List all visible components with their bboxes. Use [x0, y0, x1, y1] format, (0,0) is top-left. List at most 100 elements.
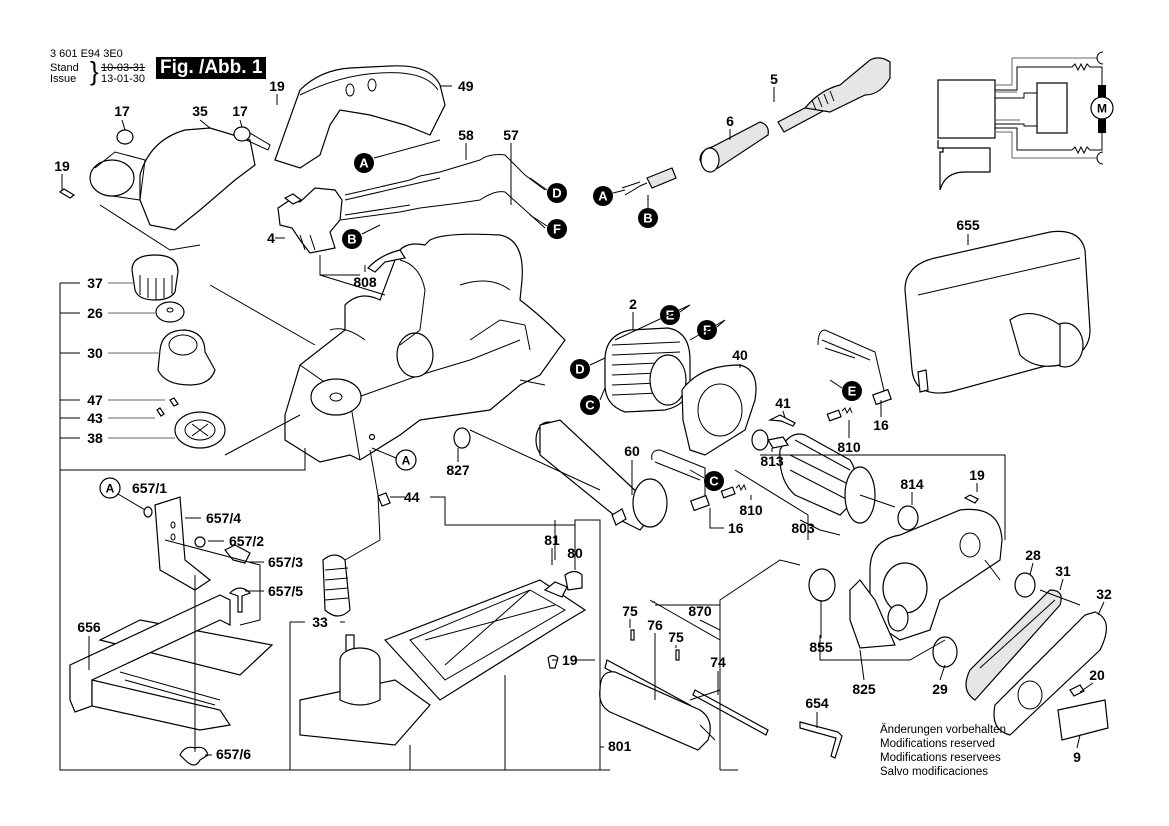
part-label-813: 813: [760, 453, 784, 469]
connector-A-switch: A: [354, 153, 374, 173]
part-label-20: 20: [1089, 667, 1105, 683]
part-label-75: 75: [622, 603, 638, 619]
stator: [604, 327, 691, 413]
part-label-17: 17: [114, 103, 130, 119]
part-label-32: 32: [1096, 586, 1112, 602]
svg-text:B: B: [347, 232, 356, 247]
base-plates: [299, 492, 587, 746]
terminal-bottom: [1096, 151, 1104, 165]
svg-text:B: B: [643, 211, 652, 226]
svg-text:C: C: [585, 398, 595, 413]
switch-block: [937, 79, 996, 139]
part-label-19: 19: [969, 467, 985, 483]
stand-label: Stand: [50, 62, 79, 74]
connector-B-cord: B: [638, 208, 658, 228]
stand-date-struck: 10-03-31: [101, 62, 146, 74]
part-label-657-5: 657/5: [268, 583, 303, 599]
chip-deflector: [58, 126, 271, 231]
motor-label: M: [1097, 102, 1107, 116]
connector-F-lead: F: [547, 219, 567, 239]
part-label-657-6: 657/6: [216, 746, 251, 762]
connector-A-outline-housing: A: [395, 449, 417, 471]
part-label-75: 75: [668, 629, 684, 645]
part-label-58: 58: [458, 127, 474, 143]
part-label-35: 35: [192, 103, 208, 119]
armature: [751, 429, 896, 524]
part-label-808: 808: [353, 274, 377, 290]
part-label-49: 49: [458, 78, 474, 94]
connector-C-stator: C: [580, 395, 600, 415]
part-label-81: 81: [544, 532, 560, 548]
cable-leads: [339, 154, 546, 273]
label-808-plate: [367, 249, 406, 273]
part-label-810: 810: [739, 502, 763, 518]
part-label-60: 60: [624, 443, 640, 459]
note-line: Änderungen vorbehalten: [880, 724, 1006, 736]
part-label-47: 47: [87, 392, 103, 408]
connector-D-stator: D: [570, 359, 590, 379]
svg-text:D: D: [552, 186, 561, 201]
svg-text:A: A: [598, 189, 608, 204]
part-label-37: 37: [87, 275, 103, 291]
part-label-6: 6: [726, 113, 734, 129]
svg-text:D: D: [575, 362, 584, 377]
part-label-656: 656: [77, 619, 101, 635]
note-line: Modifications reservees: [880, 752, 1001, 764]
label-ticks: [61, 85, 1105, 756]
part-label-76: 76: [647, 617, 663, 633]
part-label-4: 4: [267, 230, 275, 246]
part-label-57: 57: [503, 127, 519, 143]
blade-drum: [599, 629, 769, 751]
note-line: Modifications reserved: [880, 738, 996, 750]
belt-and-cover: [965, 589, 1109, 741]
part-label-16: 16: [873, 417, 889, 433]
part-label-80: 80: [567, 545, 583, 561]
part-label-803: 803: [791, 520, 815, 536]
svg-text:F: F: [553, 222, 561, 237]
part-label-41: 41: [775, 395, 791, 411]
part-label-657-2: 657/2: [229, 533, 264, 549]
wiring-schematic: M: [937, 51, 1114, 191]
part-label-9: 9: [1073, 749, 1081, 765]
part-label-657-4: 657/4: [206, 510, 241, 526]
part-label-870: 870: [688, 603, 712, 619]
part-label-16: 16: [728, 520, 744, 536]
terminal-top: [1096, 51, 1104, 65]
connector-D-lead: D: [547, 183, 567, 203]
brush-assemblies: [651, 329, 892, 512]
handle-cover: [274, 65, 446, 169]
part-label-33: 33: [312, 614, 328, 630]
part-label-654: 654: [805, 695, 829, 711]
power-cord: [621, 57, 891, 196]
switch: [277, 187, 343, 254]
svg-text:A: A: [106, 482, 115, 496]
svg-text:A: A: [402, 454, 411, 468]
date-brace: }: [90, 56, 99, 86]
hex-key: [799, 721, 843, 759]
part-number-labels: 19 49 17 35 17 19 58 57 5 6 4 808 655 37…: [54, 71, 1112, 765]
part-label-40: 40: [732, 347, 748, 363]
svg-text:C: C: [709, 474, 719, 489]
svg-text:E: E: [666, 308, 675, 323]
svg-text:A: A: [359, 156, 369, 171]
part-label-19: 19: [562, 652, 578, 668]
svg-text:E: E: [848, 384, 857, 399]
figure-badge: Fig. /Abb. 1: [156, 57, 267, 79]
part-label-5: 5: [770, 71, 778, 87]
part-label-657-3: 657/3: [268, 554, 303, 570]
part-label-74: 74: [710, 654, 726, 670]
switch-trigger: [937, 140, 991, 191]
part-label-825: 825: [852, 681, 876, 697]
part-label-810: 810: [837, 439, 861, 455]
connector-A-outline-guide: A: [99, 477, 121, 499]
fan-baffle: [681, 364, 757, 456]
part-label-657-1: 657/1: [132, 480, 167, 496]
part-label-19: 19: [269, 78, 285, 94]
document-number: 3 601 E94 3E0: [50, 48, 123, 60]
part-label-855: 855: [809, 639, 833, 655]
part-label-17: 17: [232, 103, 248, 119]
part-label-814: 814: [900, 476, 924, 492]
connector-A-cord: A: [593, 186, 613, 206]
motor-symbol: [1090, 96, 1114, 120]
